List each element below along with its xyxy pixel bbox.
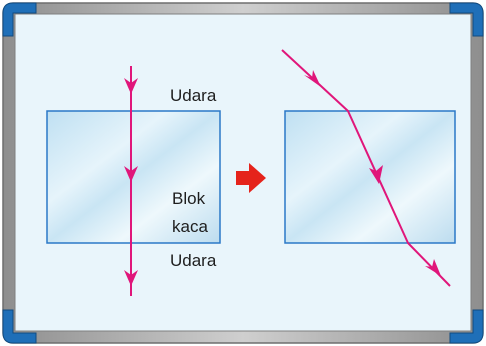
right-arrow-icon	[236, 163, 266, 193]
ray-arrowhead-bottom	[124, 270, 138, 286]
glass-block-left	[46, 110, 221, 244]
ray-arrowhead-inside	[369, 165, 383, 184]
ray-arrowhead-top	[124, 78, 138, 94]
label-air-bottom: Udara	[170, 251, 217, 270]
corner-cap-bottom-left	[2, 309, 37, 344]
corner-cap-top-right	[449, 2, 484, 37]
corner-cap-top-left	[2, 2, 37, 37]
glass-block-right	[284, 110, 456, 244]
ray-arrowhead-middle	[124, 166, 138, 182]
ray-arrowhead-incident	[304, 70, 321, 87]
ray-arrowhead-emergent	[425, 259, 441, 276]
label-glass-block-line2: kaca	[172, 217, 208, 236]
label-glass-block-line1: Blok	[172, 189, 206, 208]
corner-cap-bottom-right	[449, 309, 484, 344]
label-air-top: Udara	[170, 86, 217, 105]
